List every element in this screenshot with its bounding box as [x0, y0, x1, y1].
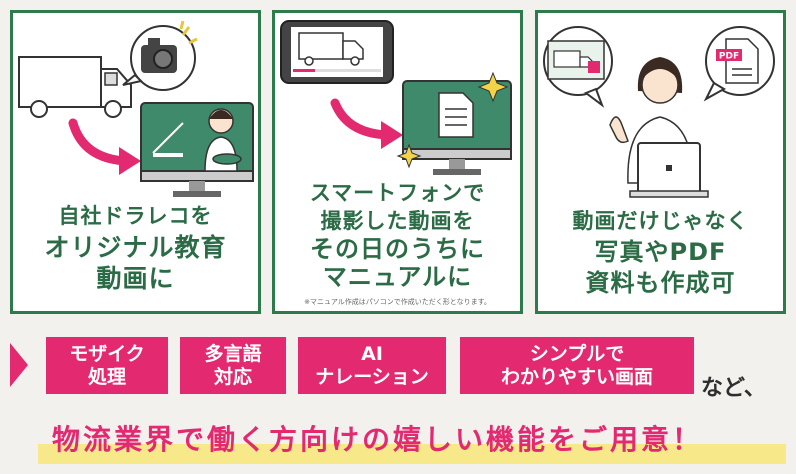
panel-caption: 自社ドラレコを オリジナル教育 動画に — [13, 201, 258, 294]
pointer-arrow-icon — [10, 343, 28, 387]
tag-line: シンプルで — [529, 342, 625, 365]
caption-line: 資料も作成可 — [585, 269, 736, 297]
teacher-icon — [204, 108, 242, 172]
caption-line: 写真やPDF — [594, 238, 727, 266]
smartphone-icon — [280, 20, 394, 84]
caption-line: 自社ドラレコを — [58, 204, 213, 228]
caption-line: その日のうちに — [310, 235, 485, 263]
pdf-illustration: PDF — [543, 26, 775, 198]
headline: 物流業界で働く方向けの嬉しい機能をご用意！ — [52, 423, 704, 456]
tag-line: 多言語 — [204, 342, 262, 365]
curved-arrow-icon — [68, 118, 130, 166]
pdf-file-icon: PDF — [703, 26, 775, 102]
tag-line: AI — [361, 342, 383, 365]
curved-arrow-icon — [330, 98, 392, 140]
tag-line: 処理 — [87, 365, 126, 388]
woman-laptop-icon — [609, 57, 709, 198]
suffix-text: など、 — [701, 376, 766, 401]
caption-line: スマートフォンで — [309, 181, 486, 205]
tag-line: ナレーション — [315, 365, 429, 388]
feature-tag-multilingual: 多言語 対応 — [180, 337, 286, 394]
feature-tag-ai-narration: AI ナレーション — [298, 337, 446, 394]
tag-line: モザイク — [69, 342, 145, 365]
feature-tag-simple-ui: シンプルで わかりやすい画面 — [460, 337, 694, 394]
dashcam-illustration — [18, 20, 254, 197]
pdf-label: PDF — [719, 52, 739, 62]
footnote: ※マニュアル作成はパソコンで作成いただく形となります。 — [304, 298, 491, 306]
feature-panel-smartphone: スマートフォンで 撮影した動画を その日のうちに マニュアルに ※マニュアル作成… — [272, 10, 523, 314]
monitor-icon — [140, 102, 254, 197]
feature-panel-pdf: PDF 動画だけじゃなく 写真やPDF 資料も作成可 — [535, 10, 786, 314]
caption-line: オリジナル教育 — [44, 233, 227, 262]
sparkle-icon — [477, 71, 509, 103]
tag-line: わかりやすい画面 — [500, 365, 653, 388]
truck-icon — [18, 56, 132, 118]
caption-line: 動画だけじゃなく — [572, 209, 749, 233]
panel-caption: 動画だけじゃなく 写真やPDF 資料も作成可 — [538, 206, 783, 299]
caption-line: 撮影した動画を — [320, 209, 475, 233]
dashcam-icon — [122, 20, 198, 91]
document-icon — [438, 92, 474, 138]
sparkle-icon — [396, 143, 422, 169]
tag-line: 対応 — [213, 365, 252, 388]
caption-line: マニュアルに — [322, 263, 473, 291]
photo-icon — [543, 26, 613, 108]
panel-caption: スマートフォンで 撮影した動画を その日のうちに マニュアルに — [275, 179, 520, 291]
headline-highlight — [38, 444, 786, 464]
caption-line: 動画に — [96, 264, 175, 293]
smartphone-illustration — [280, 20, 512, 175]
feature-tag-mosaic: モザイク 処理 — [46, 337, 168, 394]
feature-panel-dashcam: 自社ドラレコを オリジナル教育 動画に — [10, 10, 261, 314]
